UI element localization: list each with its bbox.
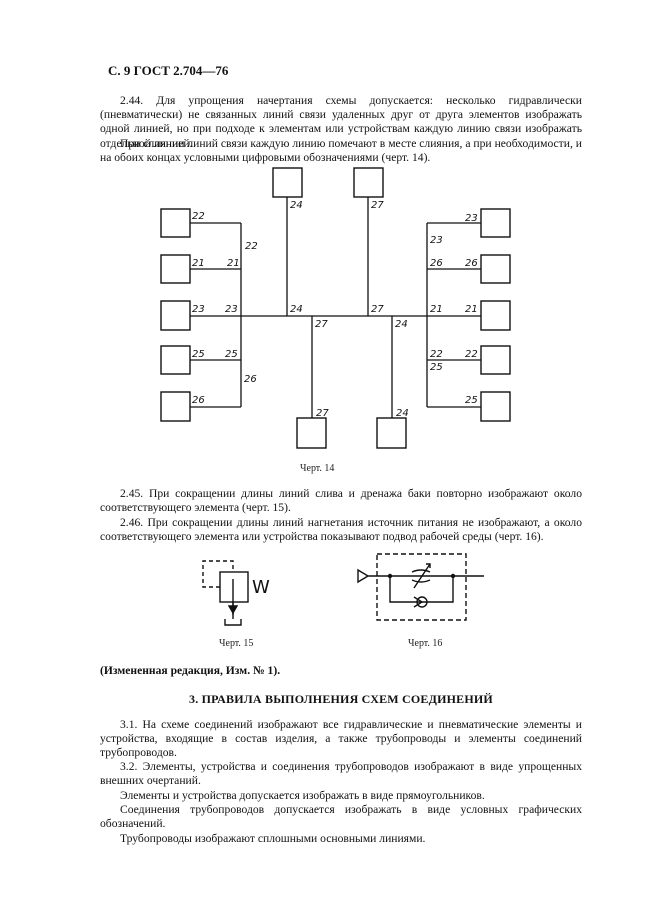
paragraph-3-2-conn: Соединения трубопроводов допускается изо… [100,803,582,831]
paragraph-2-45: 2.45. При сокращении длины линий слива и… [100,487,582,515]
label-21: 21 [227,258,240,269]
caption-fig-14: Черт. 14 [300,463,335,474]
amendment-note: (Измененная редакция, Изм. № 1). [100,664,281,677]
label-22: 22 [430,349,443,360]
page-header: С. 9 ГОСТ 2.704—76 [108,63,229,78]
label-24: 24 [290,304,303,315]
label-27: 27 [371,304,384,315]
paragraph-3-1: 3.1. На схеме соединений изображают все … [100,718,582,760]
label-23: 23 [192,304,205,315]
label-27: 27 [316,408,329,419]
label-22: 22 [245,241,258,252]
box-27-bottom [296,417,327,449]
box-27-top [353,167,384,198]
paragraph-3-2-lines: Трубопроводы изображают сплошными основн… [120,832,426,845]
box-23-left [160,300,191,331]
box-26-right [480,254,511,284]
label-27: 27 [315,319,328,330]
box-25-right [480,391,511,422]
label-24: 24 [396,408,409,419]
label-26: 26 [430,258,443,269]
paragraph-2-46: 2.46. При сокращении длины линий нагнета… [100,516,582,544]
box-22-right [480,345,511,375]
paragraph-3-2: 3.2. Элементы, устройства и соединения т… [100,760,582,788]
paragraph-2-44: 2.44. Для упрощения начертания схемы доп… [100,94,582,150]
box-25-left [160,345,191,375]
label-22: 22 [465,349,478,360]
label-22: 22 [192,211,205,222]
label-25: 25 [192,349,205,360]
label-21: 21 [430,304,443,315]
label-23: 23 [465,213,478,224]
caption-fig-16: Черт. 16 [408,638,443,649]
label-24: 24 [290,200,303,211]
paragraph-2-44-merge: При слиянии линий связи каждую линию пом… [100,137,582,165]
box-21-left [160,254,191,284]
box-24-top [272,167,303,198]
label-25: 25 [225,349,238,360]
label-26: 26 [244,374,257,385]
box-26-left [160,391,191,422]
section-title: 3. ПРАВИЛА ВЫПОЛНЕНИЯ СХЕМ СОЕДИНЕНИЙ [189,692,493,706]
label-27: 27 [371,200,384,211]
spring-symbol: W [252,577,270,598]
label-23: 23 [430,235,443,246]
label-25: 25 [465,395,478,406]
label-23: 23 [225,304,238,315]
label-25: 25 [430,362,443,373]
label-26: 26 [465,258,478,269]
box-23-right [480,208,511,238]
label-24: 24 [395,319,408,330]
label-21: 21 [465,304,478,315]
label-26: 26 [192,395,205,406]
label-21: 21 [192,258,205,269]
box-24-bottom [376,417,407,449]
box-21-right [480,300,511,331]
figure-15-diagram: W [202,560,270,626]
caption-fig-15: Черт. 15 [219,638,254,649]
box-22-left [160,208,191,238]
paragraph-3-2-rect: Элементы и устройства допускается изобра… [120,789,485,802]
figure-14-diagram: 24 27 22 22 21 21 23 23 25 25 26 26 24 2… [160,167,511,449]
figure-16-diagram [357,553,484,621]
